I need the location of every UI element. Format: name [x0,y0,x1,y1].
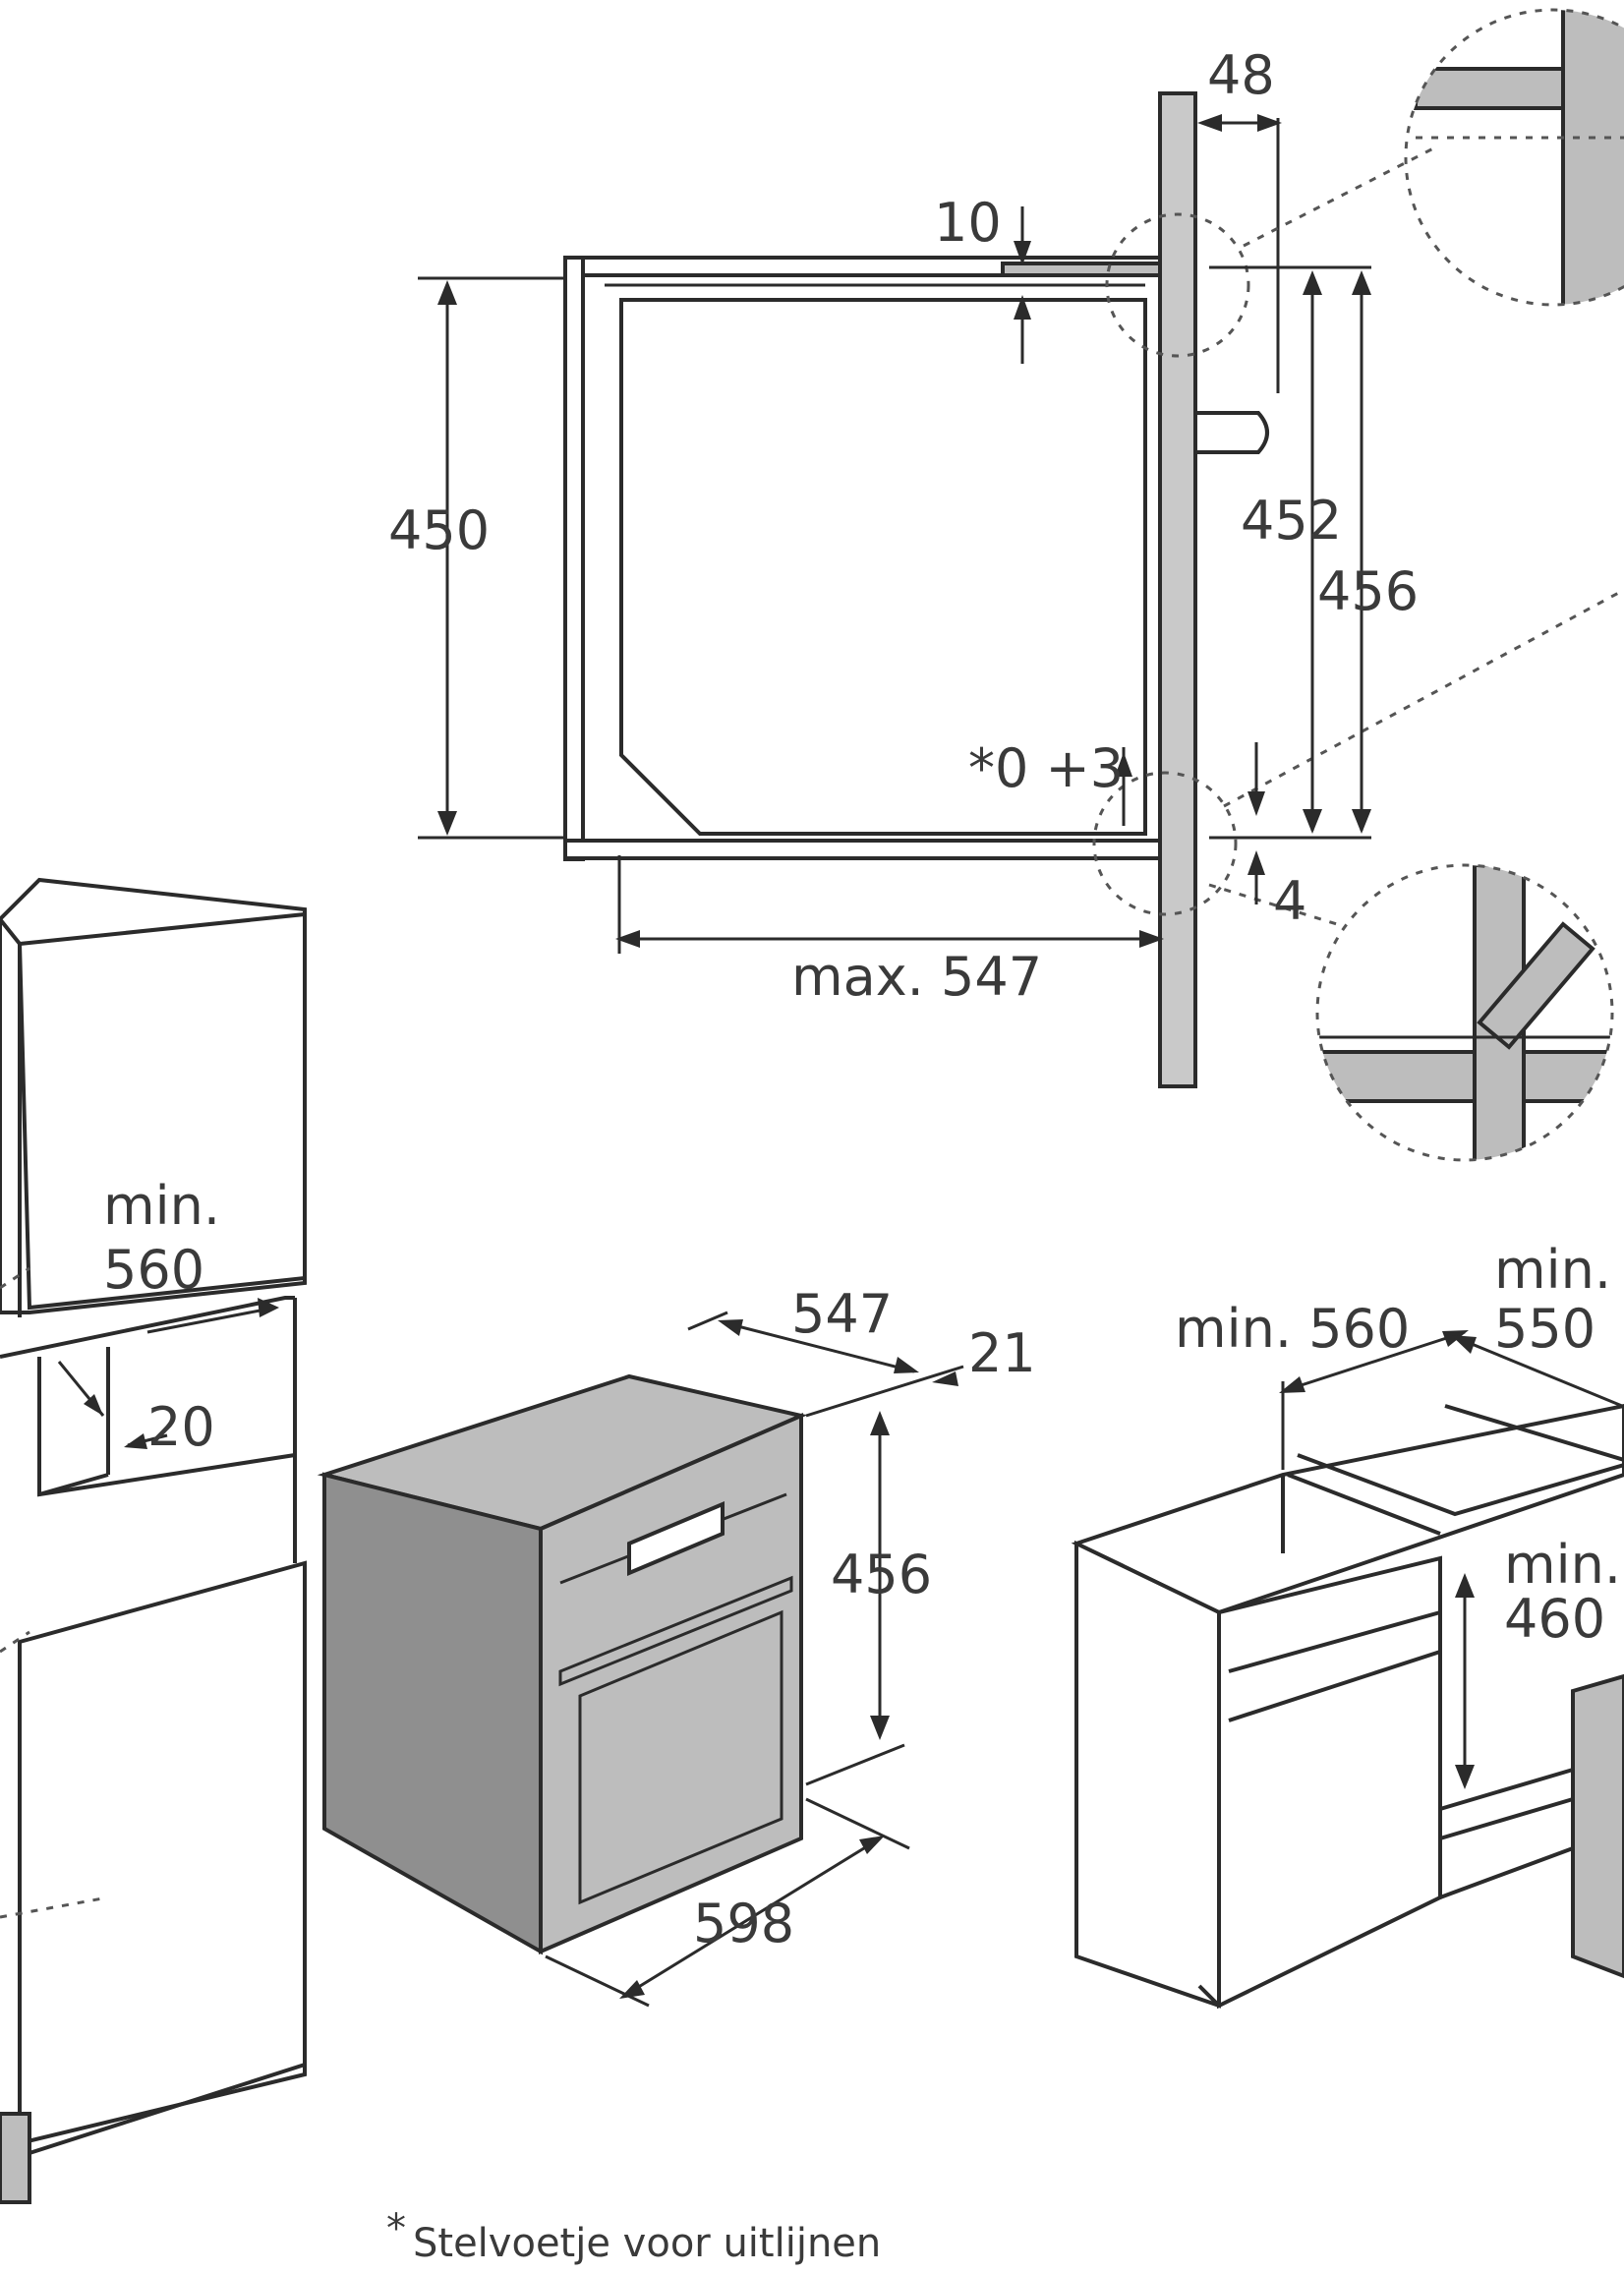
column-cabinet-view: min. 560 20 [0,877,307,2204]
dim-column-min-560: 560 [103,1239,204,1301]
dim-48: 48 [1207,44,1275,106]
dim-20: 20 [147,1396,215,1458]
dim-oven-598: 598 [693,1893,794,1954]
dim-counter-min-550-label: min. [1494,1239,1611,1301]
door-handle [1195,411,1269,454]
dim-452: 452 [1241,490,1342,552]
front-panel [1158,91,1197,1088]
dim-column-min-label: min. [103,1175,220,1237]
dim-10: 10 [934,192,1002,254]
oven-front [539,1412,803,1955]
dim-max-547: max. 547 [791,946,1042,1008]
oven-window [578,1609,783,1905]
footnote-text: Stelvoetje voor uitlijnen [413,2221,881,2266]
detail-circle-bottom [1092,771,1238,916]
oven-side [322,1472,543,1955]
side-section-view: 450 10 48 452 456 *0 +3 4 [388,44,1624,1088]
dim-456-right: 456 [1317,560,1419,622]
dim-counter-min-560: min. 560 [1175,1298,1410,1360]
dim-counter-min-460: 460 [1504,1588,1605,1650]
dim-oven-547: 547 [791,1283,893,1345]
dim-oven-456: 456 [831,1544,932,1605]
cabinet-back-board [563,256,585,861]
detail-magnified-top [1404,8,1624,307]
dim-oven-21: 21 [968,1322,1036,1384]
footnote: * Stelvoetje voor uitlijnen [386,2206,881,2266]
counter-cabinet-view: min. 560 min. 550 min. 460 [1071,1239,1624,2010]
dim-tolerance: *0 +3 [968,737,1124,799]
oven-isometric-view: 547 21 456 598 [317,1283,1036,2008]
oven-inner-outline [619,298,1147,836]
footnote-mark: * [386,2206,406,2251]
oven-display [627,1500,725,1577]
dim-counter-min-550: 550 [1494,1298,1595,1360]
dim-counter-min-460-label: min. [1504,1534,1621,1596]
oven-handle [558,1575,793,1687]
cabinet-bottom-board [563,839,1162,860]
dim-4: 4 [1273,870,1306,932]
dim-450: 450 [388,499,490,561]
top-shelf-strip [1001,262,1162,277]
detail-magnified-bottom [1315,863,1614,1162]
detail-circle-top [1105,212,1250,358]
